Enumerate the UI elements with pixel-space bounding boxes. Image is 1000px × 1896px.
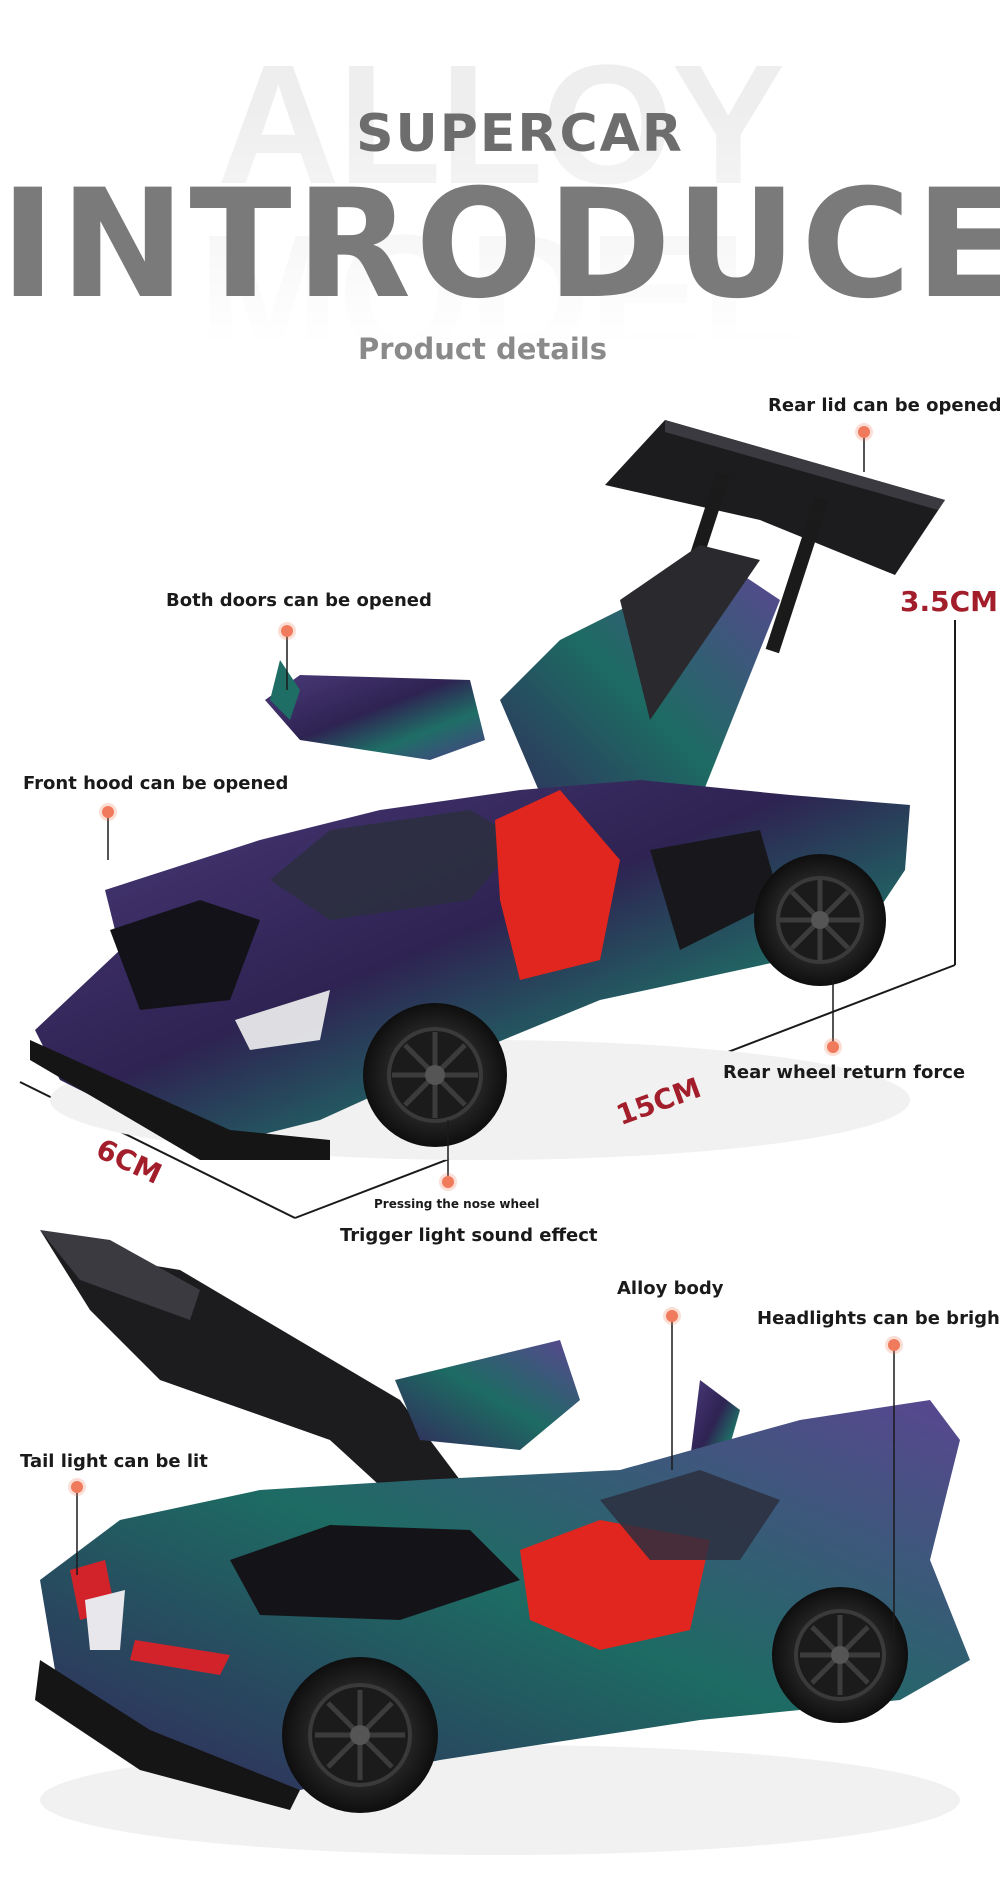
callout-dot [666, 1310, 678, 1322]
label-nose-wheel: Pressing the nose wheel [374, 1197, 540, 1211]
callout-dot [888, 1339, 900, 1351]
label-alloy-body: Alloy body [617, 1278, 724, 1299]
top-car [30, 420, 945, 1160]
label-trigger: Trigger light sound effect [340, 1225, 598, 1246]
subtitle: SUPERCAR [356, 104, 684, 164]
bottom-car [35, 1230, 970, 1855]
callout-dot [858, 426, 870, 438]
label-rear-wheel: Rear wheel return force [723, 1062, 966, 1083]
page-title: INTRODUCE [0, 158, 1000, 332]
section-heading: Product details [357, 332, 608, 366]
callout-dot [827, 1041, 839, 1053]
dimension-height: 3.5CM [900, 585, 999, 618]
callout-dot [281, 625, 293, 637]
background-word: ALLOY MODEL [198, 30, 804, 390]
label-tail-light: Tail light can be lit [20, 1451, 208, 1472]
callout-dot [102, 806, 114, 818]
callout-dot [442, 1176, 454, 1188]
label-front-hood: Front hood can be opened [23, 773, 289, 794]
label-headlights: Headlights can be bright [757, 1308, 1000, 1329]
callout-dot [71, 1481, 83, 1493]
label-rear-lid: Rear lid can be opened [768, 395, 1000, 416]
label-doors: Both doors can be opened [166, 590, 432, 611]
callout-lines [76, 432, 895, 1640]
